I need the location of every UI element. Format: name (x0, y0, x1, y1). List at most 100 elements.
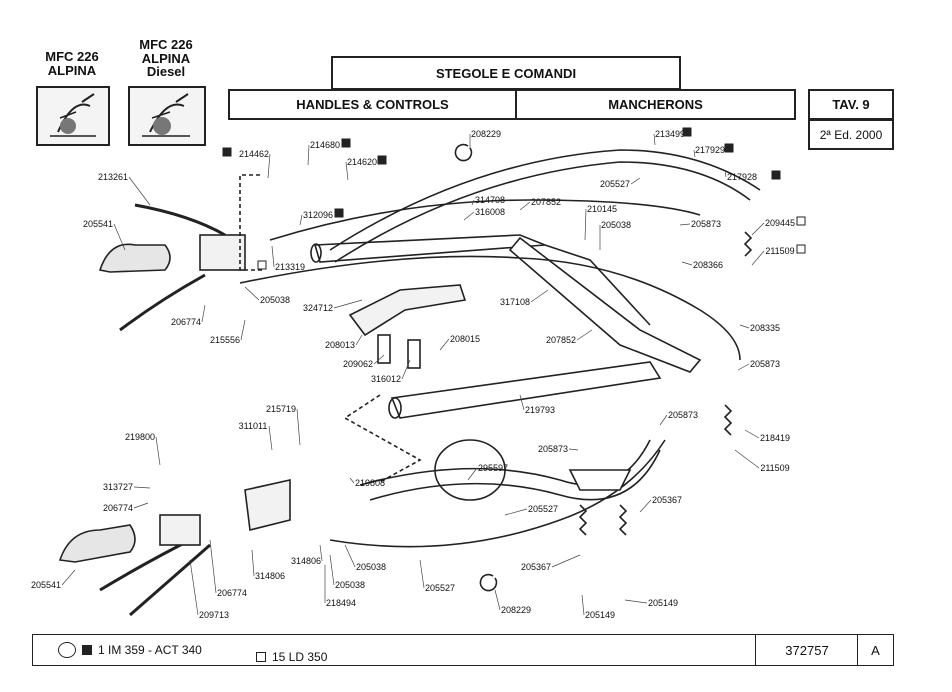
leader-line (679, 223, 691, 226)
part-number-218494: 218494 (326, 598, 356, 608)
part-number-208013: 208013 (325, 340, 355, 350)
doc-number: 372757 (755, 634, 859, 666)
leader-line (344, 544, 356, 568)
part-number-209445: 209445 (765, 218, 795, 228)
spring-right (618, 504, 628, 536)
part-number-207852: 207852 (531, 197, 561, 207)
leader-line (209, 539, 217, 594)
leader-line (737, 363, 750, 371)
engine-icon (58, 642, 76, 658)
leader-line (504, 508, 528, 516)
lower-cable (329, 439, 666, 548)
part-number-209062: 209062 (343, 359, 373, 369)
part-number-213319: 213319 (275, 262, 305, 272)
part-number-205149: 205149 (648, 598, 678, 608)
part-number-215556: 215556 (210, 335, 240, 345)
model-2-line3: Diesel (146, 64, 186, 80)
part-number-205527: 205527 (425, 583, 455, 593)
revision: A (857, 634, 894, 666)
leader-line (373, 354, 385, 365)
leader-line (581, 594, 585, 616)
tiller-icon (50, 93, 96, 137)
footer-engine-2: 15 LD 350 (256, 650, 327, 664)
lower-left-grip (58, 524, 136, 563)
leader-line (630, 177, 641, 185)
throttle-cable (239, 255, 741, 361)
circlip-lower (479, 573, 498, 592)
part-number-206774: 206774 (217, 588, 247, 598)
frame-support (544, 244, 651, 326)
lower-tube-end (388, 397, 402, 419)
part-number-217929: 217929 (695, 145, 725, 155)
model-2-thumbnail (128, 86, 206, 146)
engine-1-text: 1 IM 359 - ACT 340 (98, 643, 202, 657)
leader-line (639, 499, 652, 513)
part-number-205873: 205873 (750, 359, 780, 369)
part-number-208335: 208335 (750, 323, 780, 333)
leader-line (345, 161, 349, 181)
leader-line (576, 329, 593, 341)
upper-lower-lever (119, 273, 206, 332)
leader-line (551, 554, 581, 568)
leader-line (439, 338, 450, 351)
clutch-cable (269, 199, 701, 241)
filled-square-marker (771, 170, 781, 180)
part-number-312096: 312096 (303, 210, 333, 220)
footer-engine-1: 1 IM 359 - ACT 340 (58, 642, 202, 658)
leader-line (471, 199, 475, 206)
part-number-210145: 210145 (587, 204, 617, 214)
lower-handle-curve-inner (369, 449, 661, 501)
leader-line (739, 324, 750, 329)
spring-upper (743, 231, 753, 257)
leader-line (155, 436, 161, 466)
open-square-icon (256, 652, 266, 662)
assembly-guide-2 (343, 394, 422, 483)
leader-line (530, 289, 549, 303)
upper-left-grip (98, 243, 171, 273)
part-number-214620: 214620 (347, 157, 377, 167)
footer-bar (32, 634, 894, 666)
leader-line (329, 554, 335, 586)
part-number-208229: 208229 (501, 605, 531, 615)
leader-line (333, 299, 363, 309)
leader-line (296, 408, 301, 446)
title-italian: STEGOLE E COMANDI (331, 56, 681, 90)
part-number-205873: 205873 (691, 219, 721, 229)
leader-line (319, 544, 323, 562)
leader-line (467, 467, 478, 481)
part-number-311011: 311011 (239, 421, 268, 431)
part-number-313727: 313727 (103, 482, 133, 492)
part-number-213499: 213499 (655, 129, 685, 139)
leader-line (201, 304, 206, 323)
leader-line (734, 449, 760, 469)
filled-square-marker (724, 143, 734, 153)
open-square-marker (796, 216, 806, 226)
part-number-205149: 205149 (585, 610, 615, 620)
upper-tube-end (310, 243, 322, 263)
leader-line (61, 569, 76, 586)
part-number-314708: 314708 (475, 195, 505, 205)
leader-line (724, 169, 727, 178)
part-number-205038: 205038 (335, 580, 365, 590)
part-number-205527: 205527 (600, 179, 630, 189)
leader-line (240, 319, 246, 341)
upper-handle-curve-inner (334, 161, 751, 263)
engine-2-text: 15 LD 350 (272, 650, 328, 664)
bolt-1 (377, 334, 391, 364)
leader-line (463, 211, 475, 221)
leader-line (751, 250, 765, 266)
part-number-316012: 316012 (371, 374, 401, 384)
spring-left (578, 504, 588, 536)
leader-line (568, 448, 579, 451)
leader-line (494, 589, 501, 611)
part-number-314806: 314806 (291, 556, 321, 566)
part-number-209713: 209713 (199, 610, 229, 620)
leader-line (113, 223, 126, 251)
leader-line (271, 245, 275, 268)
model-1-line1: MFC 226 (45, 49, 99, 64)
leader-line (244, 286, 260, 301)
part-number-219800: 219800 (125, 432, 155, 442)
